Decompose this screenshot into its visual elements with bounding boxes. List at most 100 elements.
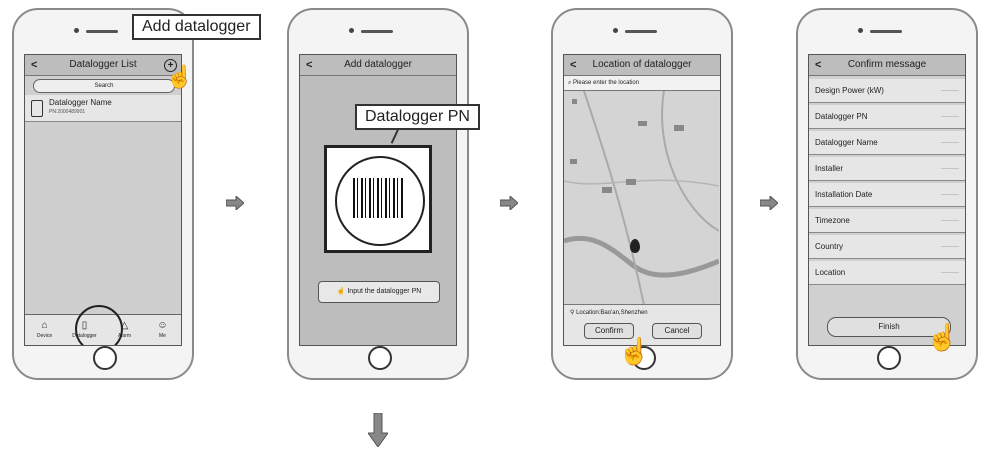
map-pin-icon: [630, 239, 640, 253]
speaker: [625, 30, 657, 33]
title-bar: < Add datalogger: [300, 55, 456, 76]
cancel-button[interactable]: Cancel: [652, 323, 702, 339]
field-value-placeholder: ———: [941, 88, 959, 94]
arrow-right-icon: [760, 196, 778, 210]
field-row[interactable]: Datalogger Name ———: [809, 131, 965, 155]
back-icon[interactable]: <: [570, 59, 577, 71]
field-label: Timezone: [815, 216, 850, 225]
hand-icon: ☝: [336, 288, 346, 295]
field-value-placeholder: ———: [941, 166, 959, 172]
hand-pointer-icon: ☝: [618, 336, 651, 366]
map-view[interactable]: [564, 91, 719, 305]
hand-pointer-icon: ☝: [926, 322, 959, 352]
pin-icon: ⚲: [570, 310, 575, 316]
home-button[interactable]: [877, 346, 901, 370]
camera-dot: [349, 28, 354, 33]
location-text: ⚲ Location:Bao'an,Shenzhen: [570, 309, 648, 316]
field-label: Design Power (kW): [815, 86, 884, 95]
barcode-icon: [353, 178, 405, 218]
input-pn-button[interactable]: ☝ Input the datalogger PN: [318, 281, 440, 303]
arrow-down-icon: [368, 413, 388, 447]
phone-confirm-message: < Confirm message Design Power (kW) ——— D…: [796, 8, 978, 380]
camera-dot: [858, 28, 863, 33]
location-bar: ⚲ Location:Bao'an,Shenzhen Confirm Cance…: [564, 304, 720, 345]
field-row[interactable]: Country ———: [809, 235, 965, 259]
user-icon: ☺: [157, 320, 168, 331]
search-placeholder: Search: [94, 83, 114, 89]
scan-frame: [324, 145, 432, 253]
screen: < Datalogger List + Search Datalogger Na…: [24, 54, 182, 346]
tab-alarm[interactable]: △ Alarm: [109, 319, 140, 345]
field-row[interactable]: Installer ———: [809, 157, 965, 181]
field-row[interactable]: Location ———: [809, 261, 965, 285]
speaker: [86, 30, 118, 33]
camera-dot: [613, 28, 618, 33]
screen: < Location of datalogger ⌕ Please enter …: [563, 54, 721, 346]
hand-pointer-icon: ☝: [166, 64, 194, 89]
screen: < Add datalogger ☝ Input the datalogger …: [299, 54, 457, 346]
field-row[interactable]: Timezone ———: [809, 209, 965, 233]
field-value-placeholder: ———: [941, 192, 959, 198]
back-icon[interactable]: <: [306, 59, 313, 71]
back-icon[interactable]: <: [31, 59, 38, 71]
field-label: Datalogger PN: [815, 112, 868, 121]
phone-datalogger-list: < Datalogger List + Search Datalogger Na…: [12, 8, 194, 380]
title-bar: < Location of datalogger: [564, 55, 720, 76]
tab-label: Me: [159, 333, 166, 339]
bell-icon: △: [120, 320, 129, 331]
datalogger-icon: [31, 100, 43, 117]
field-label: Datalogger Name: [815, 138, 878, 147]
finish-button[interactable]: Finish: [827, 317, 951, 337]
add-icon[interactable]: +: [164, 59, 177, 72]
title-bar: < Datalogger List +: [25, 55, 181, 76]
field-label: Installer: [815, 164, 844, 173]
item-name: Datalogger Name: [49, 98, 112, 107]
field-value-placeholder: ———: [941, 140, 959, 146]
scan-circle: [335, 156, 425, 246]
tab-label: Alarm: [117, 333, 132, 339]
tab-device[interactable]: ⌂ Device: [29, 319, 60, 345]
highlight-circle: [75, 305, 123, 345]
field-value-placeholder: ———: [941, 218, 959, 224]
tab-label: Device: [36, 333, 53, 339]
field-value-placeholder: ———: [941, 244, 959, 250]
field-value-placeholder: ———: [941, 114, 959, 120]
title-bar: < Confirm message: [809, 55, 965, 76]
field-row[interactable]: Datalogger PN ———: [809, 105, 965, 129]
location-search[interactable]: ⌕ Please enter the location: [564, 76, 720, 91]
page-title: Location of datalogger: [592, 59, 692, 70]
arrow-right-icon: [226, 196, 244, 210]
page-title: Datalogger List: [69, 59, 137, 70]
callout-add-datalogger: Add datalogger: [132, 14, 261, 40]
button-label: Input the datalogger PN: [347, 288, 422, 295]
search-placeholder: Please enter the location: [573, 80, 640, 86]
home-button[interactable]: [632, 346, 656, 370]
field-label: Installation Date: [815, 190, 873, 199]
device-icon: ⌂: [41, 320, 48, 331]
confirm-button[interactable]: Confirm: [584, 323, 634, 339]
camera-dot: [74, 28, 79, 33]
field-label: Country: [815, 242, 844, 251]
callout-datalogger-pn: Datalogger PN: [355, 104, 480, 130]
home-button[interactable]: [93, 346, 117, 370]
tab-me[interactable]: ☺ Me: [147, 319, 178, 345]
phone-location: < Location of datalogger ⌕ Please enter …: [551, 8, 733, 380]
item-sub: PN:2000489901: [49, 109, 86, 115]
phone-add-datalogger: < Add datalogger ☝ Input the datalogger …: [287, 8, 469, 380]
home-button[interactable]: [368, 346, 392, 370]
page-title: Confirm message: [847, 59, 927, 70]
field-row[interactable]: Installation Date ———: [809, 183, 965, 207]
speaker: [870, 30, 902, 33]
field-value-placeholder: ———: [941, 270, 959, 276]
speaker: [361, 30, 393, 33]
page-title: Add datalogger: [344, 59, 412, 70]
list-item[interactable]: Datalogger Name PN:2000489901: [25, 95, 181, 122]
field-label: Location: [815, 268, 846, 277]
field-row[interactable]: Design Power (kW) ———: [809, 79, 965, 103]
screen: < Confirm message Design Power (kW) ——— D…: [808, 54, 966, 346]
arrow-right-icon: [500, 196, 518, 210]
search-icon: ⌕: [568, 80, 572, 86]
search-input[interactable]: Search: [33, 79, 175, 93]
location-value: Location:Bao'an,Shenzhen: [576, 310, 648, 316]
back-icon[interactable]: <: [815, 59, 822, 71]
